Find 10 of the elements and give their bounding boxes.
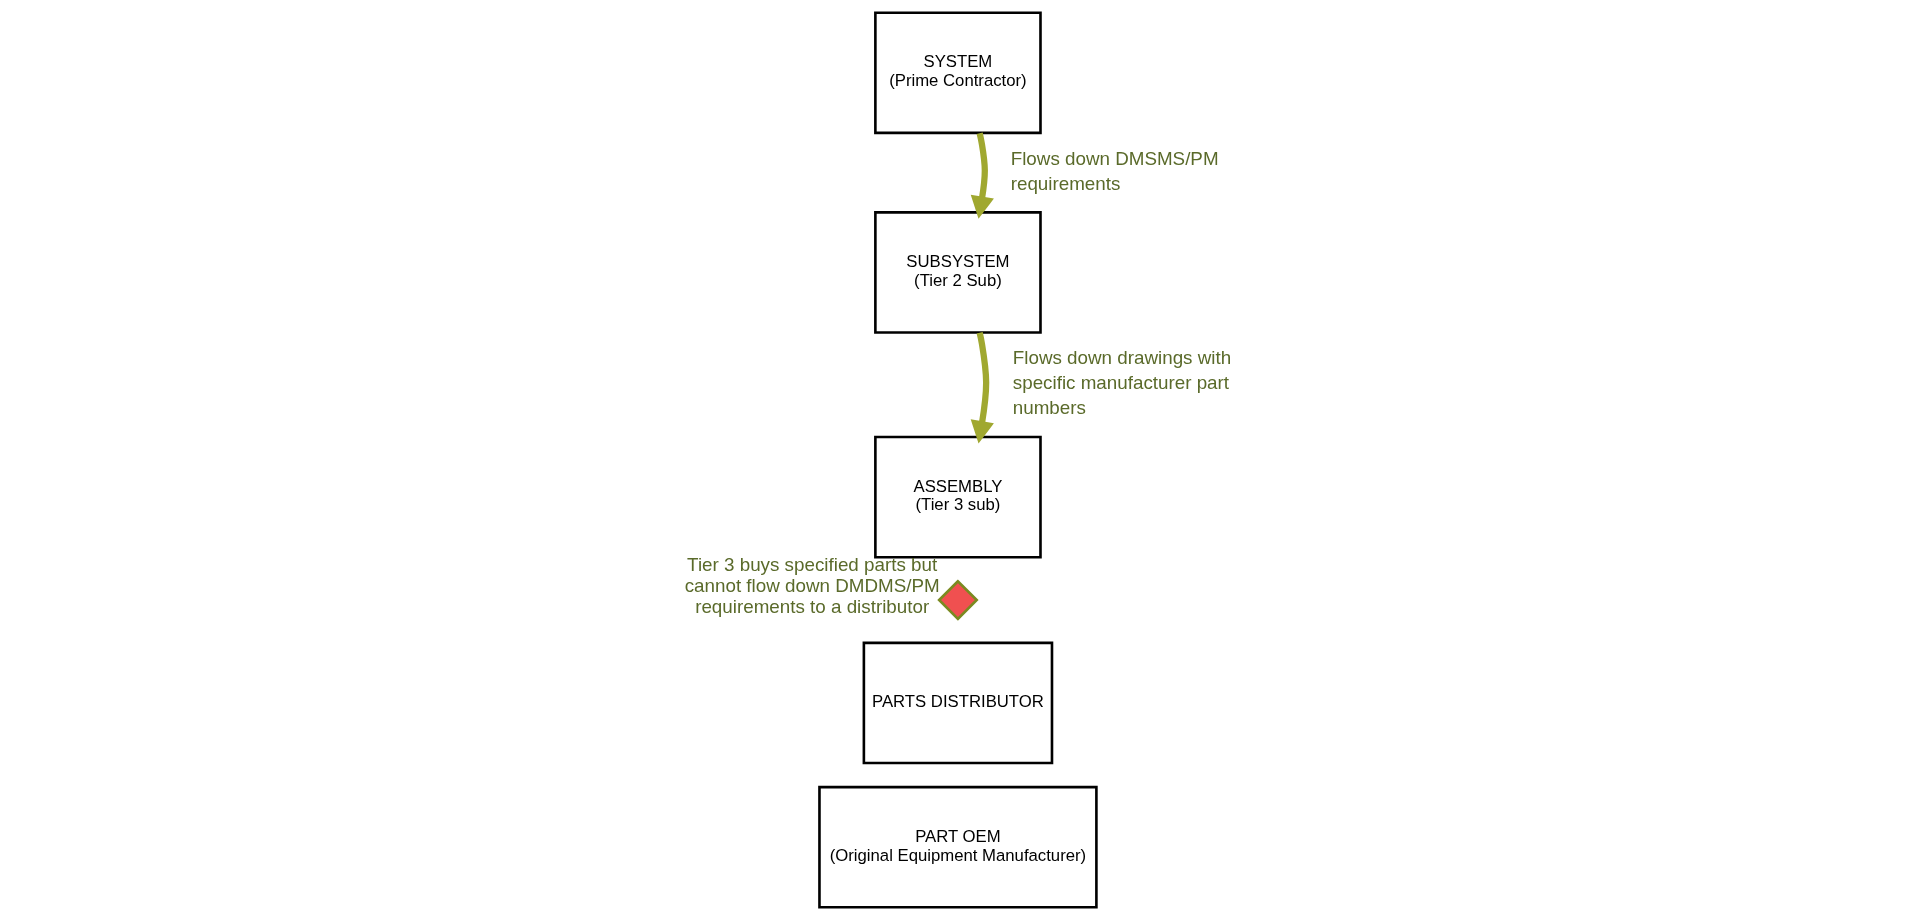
node-box: PART OEM (Original Equipment Manufacturer) xyxy=(818,785,1098,909)
node-cross xyxy=(937,579,979,621)
node-box: SUBSYSTEM (Tier 2 Sub) xyxy=(874,211,1042,334)
node-box: ASSEMBLY (Tier 3 sub) xyxy=(874,435,1042,559)
arrow xyxy=(970,332,994,444)
edge-label: Flows down DMSMS/PM requirements xyxy=(1010,147,1219,194)
node-box: SYSTEM (Prime Contractor) xyxy=(874,11,1042,135)
edge-label: Flows down drawings with specific manufacturer part numbers xyxy=(1012,347,1232,419)
arrow xyxy=(970,132,994,219)
node-box: PARTS DISTRIBUTOR xyxy=(862,641,1054,765)
